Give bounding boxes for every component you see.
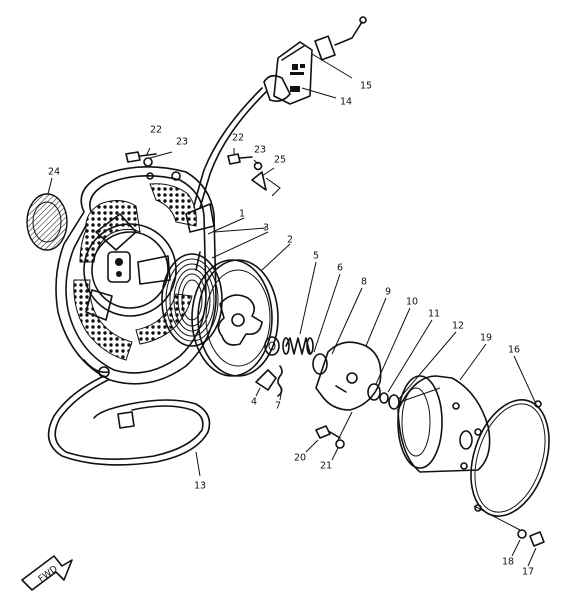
- starter-rope: [47, 375, 211, 477]
- label-1: 1: [239, 209, 245, 220]
- label-20: 20: [294, 453, 306, 464]
- bolt-washer-right: [227, 153, 281, 197]
- label-24: 24: [48, 167, 60, 178]
- label-7: 7: [275, 401, 281, 412]
- label-11: 11: [428, 309, 440, 320]
- label-22-left: 22: [150, 125, 162, 136]
- label-23-left: 23: [176, 137, 188, 148]
- label-4: 4: [251, 397, 257, 408]
- label-21: 21: [320, 461, 332, 472]
- washers-10-11-12: [367, 383, 400, 410]
- label-6: 6: [337, 263, 343, 274]
- label-12: 12: [452, 321, 464, 332]
- compression-spring: [282, 337, 314, 355]
- forward-arrow: [21, 555, 73, 591]
- label-22-right: 22: [232, 133, 244, 144]
- bolt-washer-left: [125, 151, 157, 167]
- label-2: 2: [287, 235, 293, 246]
- ratchet-guide-plate: [315, 341, 382, 411]
- label-14: 14: [340, 97, 352, 108]
- rope-pulley: [191, 251, 279, 377]
- label-16: 16: [508, 345, 520, 356]
- label-23-right: 23: [254, 145, 266, 156]
- retainer-ring: [312, 353, 328, 375]
- leader-lines: [47, 53, 537, 567]
- label-9: 9: [385, 287, 391, 298]
- starter-case: [55, 166, 217, 385]
- bolt-17: [529, 531, 545, 547]
- starter-cable-assembly: [193, 16, 367, 209]
- assembly-axis-lines: [213, 227, 521, 531]
- decal-plate: [26, 193, 68, 251]
- label-19: 19: [480, 333, 492, 344]
- bolt-20: [315, 425, 341, 439]
- callout-labels: 15 14 22 23 22 23 25 24 1 3 2 5 6 8 9 10…: [37, 81, 534, 585]
- label-10: 10: [406, 297, 418, 308]
- label-13: 13: [194, 481, 206, 492]
- ratchet-pawl: [255, 365, 283, 397]
- label-3: 3: [263, 223, 269, 234]
- seal-ring: [470, 399, 550, 517]
- label-25: 25: [274, 155, 286, 166]
- washer-5: [264, 336, 280, 356]
- label-5: 5: [313, 251, 319, 262]
- washer-18: [517, 529, 527, 539]
- label-8: 8: [361, 277, 367, 288]
- label-15: 15: [360, 81, 372, 92]
- label-17: 17: [522, 567, 534, 578]
- starter-drive-cup: [397, 375, 491, 473]
- label-18: 18: [502, 557, 514, 568]
